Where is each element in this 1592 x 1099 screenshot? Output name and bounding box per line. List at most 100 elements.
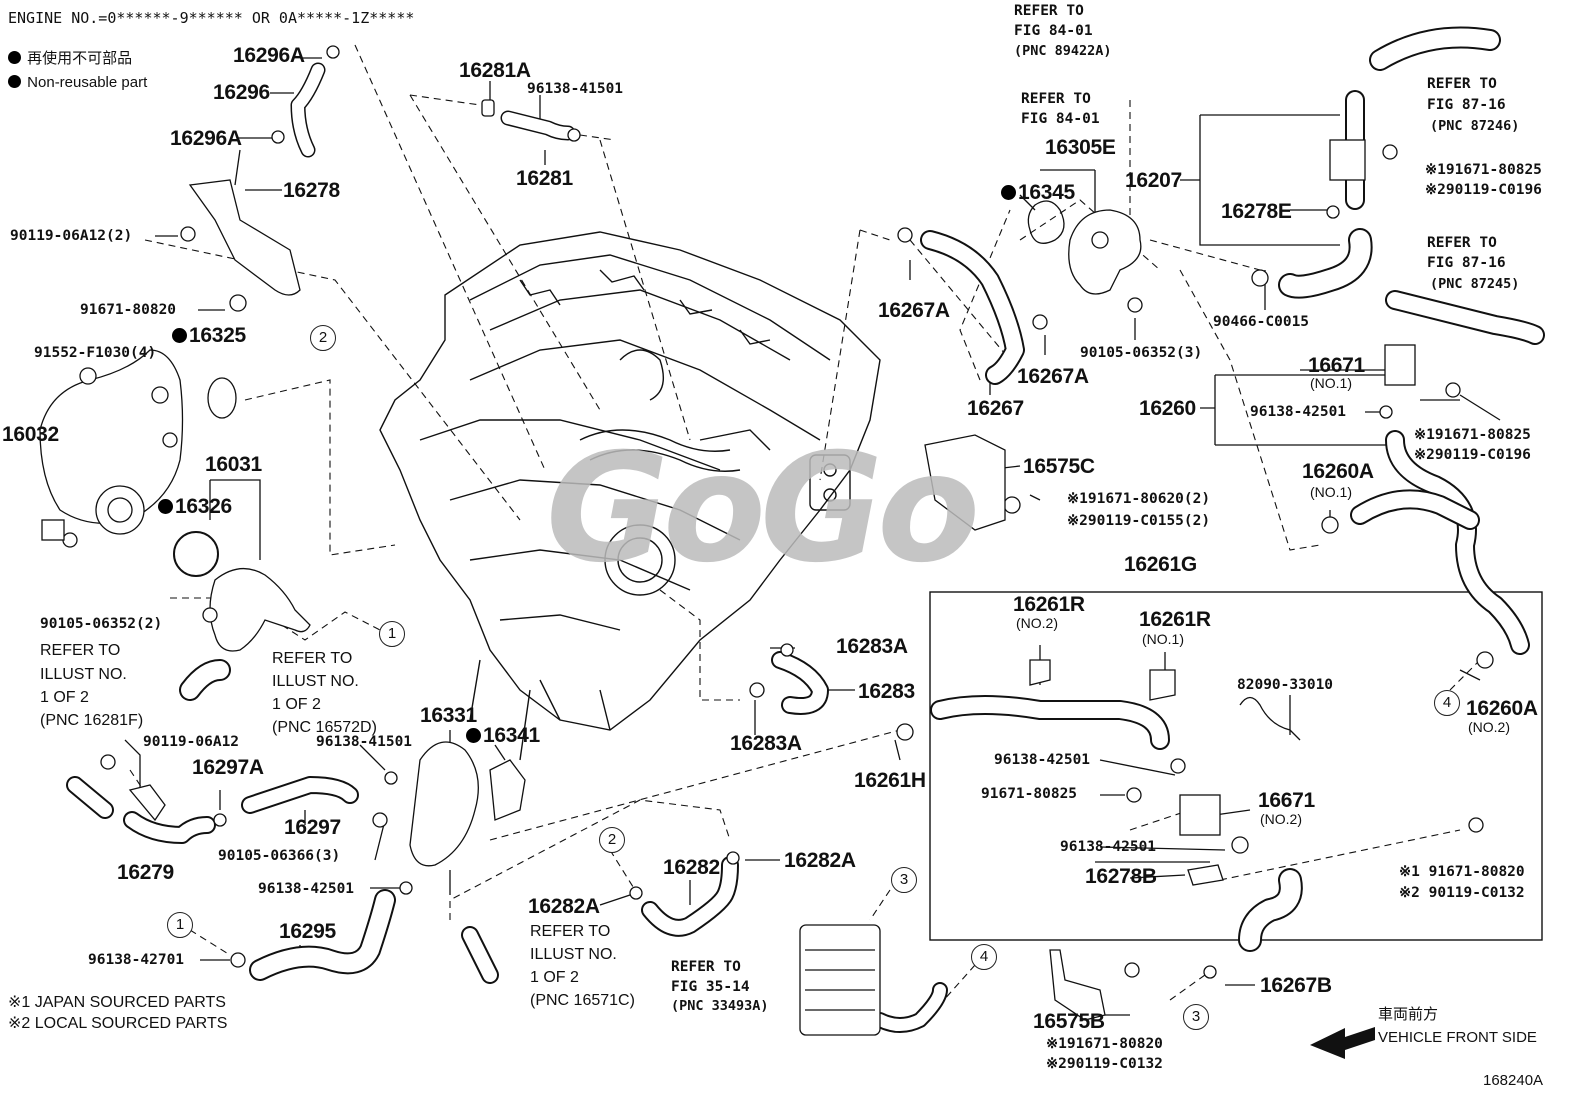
part-label[interactable]: 16207 [1125, 169, 1182, 192]
refer-note: (PNC 16281F) [40, 712, 144, 729]
part-label[interactable]: 16260A [1466, 697, 1538, 720]
part-label[interactable]: 16267A [1017, 365, 1089, 388]
part-label[interactable]: ※290119-C0196 [1414, 447, 1531, 463]
part-label[interactable]: 82090-33010 [1237, 677, 1334, 693]
ref-circle: 2 [310, 325, 336, 351]
refer-note: 1 OF 2 [530, 969, 579, 986]
part-label[interactable]: 90105-06352(2) [40, 616, 163, 632]
part-label[interactable]: 16278E [1221, 200, 1292, 223]
part-label[interactable]: 16261G [1124, 553, 1197, 576]
part-label[interactable]: 16575B [1033, 1010, 1105, 1033]
legend-jp: 再使用不可部品 [8, 51, 132, 66]
bullet-icon [172, 328, 187, 343]
part-label[interactable]: 96138-41501 [316, 734, 413, 750]
part-label[interactable]: 96138-42701 [88, 952, 185, 968]
watermark-text: GoGo [546, 422, 975, 596]
part-label-sub: (NO.2) [1016, 615, 1058, 631]
part-label[interactable]: 16261R [1013, 593, 1085, 616]
part-label[interactable]: 96138-42501 [994, 752, 1091, 768]
part-label[interactable]: 16267 [967, 397, 1024, 420]
part-label[interactable]: 16283A [836, 635, 908, 658]
part-label[interactable]: ※290119-C0132 [1046, 1056, 1163, 1072]
part-label[interactable]: 16260A [1302, 460, 1374, 483]
part-label[interactable]: 16296 [213, 81, 270, 104]
part-label[interactable]: 16297A [192, 756, 264, 779]
ref-circle: 3 [891, 867, 917, 893]
refer-note: (PNC 87245) [1430, 276, 1520, 292]
part-label[interactable]: 90466-C0015 [1213, 314, 1310, 330]
dashed-leaders [129, 44, 1481, 1011]
footnote-japan: ※1 JAPAN SOURCED PARTS [8, 994, 226, 1011]
hoses [66, 26, 1545, 1033]
part-label-nonreusable[interactable]: 16325 [172, 325, 246, 346]
part-label[interactable]: 16032 [2, 423, 59, 446]
refer-note: REFER TO [1021, 91, 1091, 107]
part-label[interactable]: 90105-06366(3) [218, 848, 341, 864]
part-label[interactable]: 90119-06A12 [143, 734, 240, 750]
part-label[interactable]: ※191671-80620(2) [1067, 491, 1211, 507]
part-label[interactable]: 16260 [1139, 397, 1196, 420]
components [39, 45, 1494, 1036]
part-label[interactable]: ※191671-80825 [1414, 427, 1531, 443]
part-label[interactable]: 16305E [1045, 136, 1116, 159]
part-label[interactable]: 16281A [459, 59, 531, 82]
part-label[interactable]: 16279 [117, 861, 174, 884]
part-label[interactable]: ※191671-80820 [1046, 1036, 1163, 1052]
part-label[interactable]: 91671-80825 [981, 786, 1078, 802]
part-label[interactable]: 16282 [663, 856, 720, 879]
part-label[interactable]: 16267A [878, 299, 950, 322]
part-label[interactable]: 16282A [528, 895, 600, 918]
refer-note: (PNC 87246) [1430, 118, 1520, 134]
part-label[interactable]: 16296A [170, 127, 242, 150]
legend-jp-text: 再使用不可部品 [27, 50, 133, 67]
part-label[interactable]: 16031 [205, 453, 262, 476]
part-label[interactable]: 16297 [284, 816, 341, 839]
part-label[interactable]: 16278 [283, 179, 340, 202]
refer-note: 1 OF 2 [40, 689, 89, 706]
part-label[interactable]: ※2 90119-C0132 [1399, 885, 1525, 901]
part-label[interactable]: 16295 [279, 920, 336, 943]
part-label[interactable]: 16261R [1139, 608, 1211, 631]
refer-note: REFER TO [1427, 235, 1497, 251]
part-label[interactable]: 16261H [854, 769, 926, 792]
bullet-icon [466, 728, 481, 743]
part-label[interactable]: 16671 [1308, 354, 1365, 377]
part-label[interactable]: 16671 [1258, 789, 1315, 812]
figure-id: 168240A [1483, 1072, 1544, 1089]
part-label[interactable]: ※191671-80825 [1425, 162, 1542, 178]
part-label[interactable]: 90105-06352(3) [1080, 345, 1203, 361]
part-label[interactable]: 16278B [1085, 865, 1157, 888]
part-label[interactable]: 16331 [420, 704, 477, 727]
part-label[interactable]: 96138-41501 [527, 81, 624, 97]
part-label[interactable]: 91552-F1030(4) [34, 345, 157, 361]
part-label-sub: (NO.2) [1260, 811, 1302, 827]
part-label[interactable]: ※1 91671-80820 [1399, 864, 1525, 880]
part-label[interactable]: 16296A [233, 44, 305, 67]
part-label[interactable]: 16283 [858, 680, 915, 703]
part-label[interactable]: 16281 [516, 167, 573, 190]
part-label-sub: (NO.1) [1142, 631, 1184, 647]
refer-note: 1 OF 2 [272, 696, 321, 713]
part-label-sub: (NO.2) [1468, 719, 1510, 735]
part-label[interactable]: ※290119-C0155(2) [1067, 513, 1211, 529]
part-label-nonreusable[interactable]: 16326 [158, 496, 232, 517]
part-label[interactable]: 96138-42501 [1250, 404, 1347, 420]
part-label[interactable]: ※290119-C0196 [1425, 182, 1542, 198]
part-label[interactable]: 96138-42501 [1060, 839, 1157, 855]
refer-note: ILLUST NO. [530, 946, 617, 963]
part-label[interactable]: 16283A [730, 732, 802, 755]
solid-leaders [65, 57, 1501, 1016]
part-label[interactable]: 91671-80820 [80, 302, 177, 318]
part-label[interactable]: 16575C [1023, 455, 1095, 478]
refer-note: FIG 87-16 [1427, 255, 1506, 271]
part-label-nonreusable[interactable]: 16345 [1001, 182, 1075, 203]
part-label[interactable]: 16282A [784, 849, 856, 872]
part-label[interactable]: 96138-42501 [258, 881, 355, 897]
part-label-nonreusable[interactable]: 16341 [466, 725, 540, 746]
vehicle-front-arrow [1310, 1027, 1375, 1059]
group-box-16261G [929, 591, 1543, 941]
part-label[interactable]: 90119-06A12(2) [10, 228, 133, 244]
part-label[interactable]: 16267B [1260, 974, 1332, 997]
engine-number-note: ENGINE NO.=0******-9****** OR 0A*****-1Z… [8, 9, 415, 27]
